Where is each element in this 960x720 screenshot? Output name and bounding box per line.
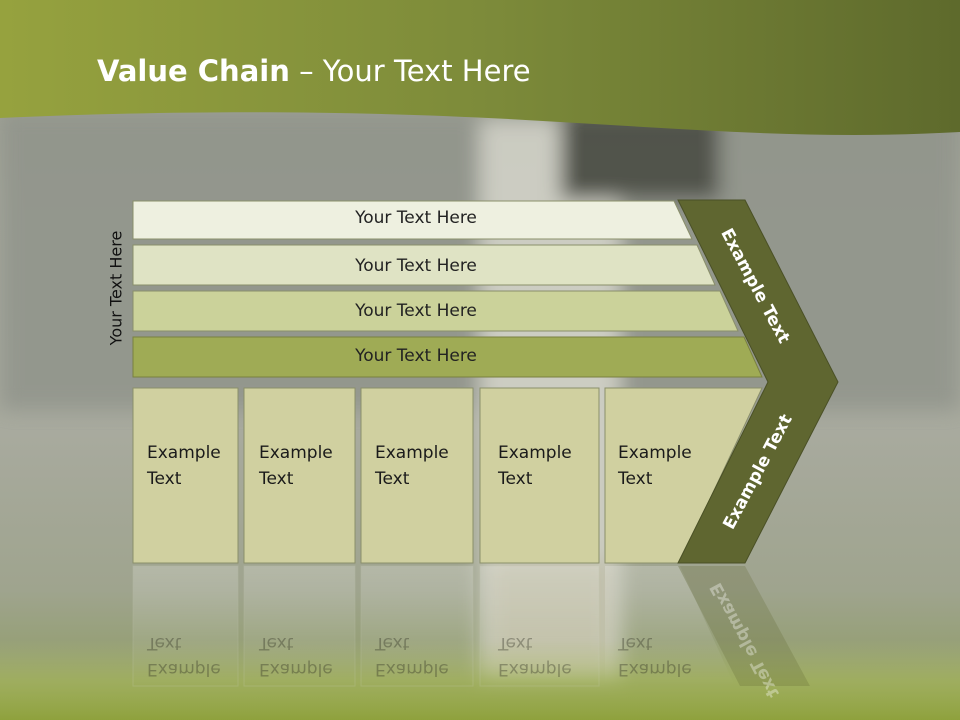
cell-reflection-2-line1: Example [259,659,333,679]
cell-label-4-line1: Example [498,443,572,463]
cell-label-3-line1: Example [375,443,449,463]
cell-reflection-2-line2: Text [259,633,294,653]
header-band [0,0,960,135]
cell-label-5-line1: Example [618,443,692,463]
row-label-3: Your Text Here [355,301,477,321]
cell-label-2: Example Text [259,440,333,492]
row-label-4: Your Text Here [355,346,477,366]
cell-label-3: Example Text [375,440,449,492]
cell-box-4 [479,387,600,564]
cell-label-1: Example Text [147,440,221,492]
cell-reflection-4: Example Text [498,630,572,682]
cell-reflection-3-line2: Text [375,633,410,653]
cell-box-2 [243,387,356,564]
slide-title: Value Chain – Your Text Here [97,54,531,88]
cell-label-2-line2: Text [259,469,294,489]
cell-label-1-line1: Example [147,443,221,463]
cell-reflection-3-line1: Example [375,659,449,679]
title-rest: – Your Text Here [289,54,531,88]
cell-reflection-1-line1: Example [147,659,221,679]
cell-label-4: Example Text [498,440,572,492]
cell-reflection-5: Example Text [618,630,692,682]
cell-label-1-line2: Text [147,469,182,489]
cell-reflection-5-line1: Example [618,659,692,679]
cell-label-2-line1: Example [259,443,333,463]
row-bar-3 [132,290,739,332]
row-bar-1 [132,200,693,240]
cell-box-1 [132,387,239,564]
cell-reflection-3: Example Text [375,630,449,682]
cell-reflection-1: Example Text [147,630,221,682]
cell-reflection-5-line2: Text [618,633,653,653]
cell-label-3-line2: Text [375,469,410,489]
cell-box-3 [360,387,474,564]
row-bar-4 [132,336,763,378]
cell-reflection-4-line2: Text [498,633,533,653]
row-bar-2 [132,244,716,286]
cell-reflection-1-line2: Text [147,633,182,653]
cell-label-5-line2: Text [618,469,653,489]
reflection [132,565,810,687]
cell-label-4-line2: Text [498,469,533,489]
cell-label-5: Example Text [618,440,692,492]
title-bold: Value Chain [97,54,290,88]
row-label-1: Your Text Here [355,208,477,228]
cell-reflection-2: Example Text [259,630,333,682]
row-label-2: Your Text Here [355,256,477,276]
cell-reflection-4-line1: Example [498,659,572,679]
chevron-arrow [677,199,839,564]
